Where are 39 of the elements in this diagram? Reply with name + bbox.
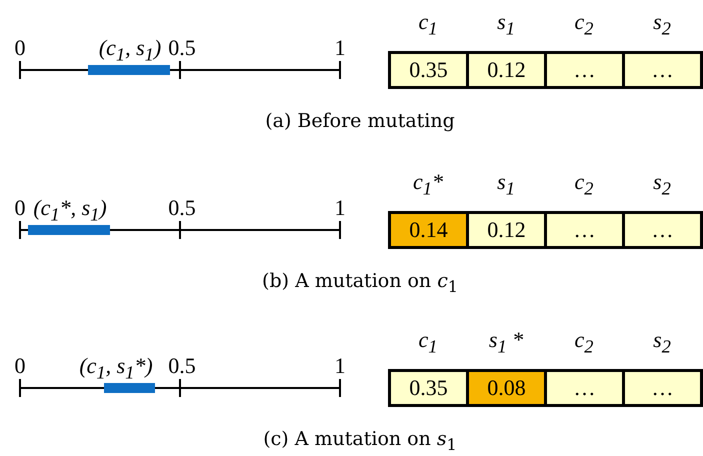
tick-label: 0 — [14, 196, 26, 220]
tick-label: 1 — [334, 36, 346, 60]
column-header: c$_{1}$ — [418, 328, 438, 358]
column-header: c$_{1}$* — [413, 170, 443, 200]
table-cell: 0.35 — [388, 369, 469, 407]
tick-label: 0.5 — [168, 36, 196, 60]
column-header: s$_{2}$ — [653, 328, 671, 358]
interval-label: (c$_{1}$, s$_{1}$*) — [79, 354, 153, 384]
table-cell: … — [544, 369, 625, 407]
tick-label: 0.5 — [168, 196, 196, 220]
tick-label: 1 — [334, 196, 346, 220]
table-cell: 0.12 — [466, 51, 547, 89]
tick-label: 0 — [14, 354, 26, 378]
table-cell: … — [622, 369, 703, 407]
tick-label: 1 — [334, 354, 346, 378]
tick-label: 0 — [14, 36, 26, 60]
column-header: s$_{1}$ — [497, 170, 515, 200]
table-cell: … — [622, 211, 703, 249]
column-header: s$_{2}$ — [653, 170, 671, 200]
table-cell: 0.08 — [466, 369, 547, 407]
tick-label: 0.5 — [168, 354, 196, 378]
table-cell: 0.14 — [388, 211, 469, 249]
interval-label: (c$_{1}$, s$_{1}$) — [98, 36, 162, 66]
caption: (c) A mutation on s$_{1}$ — [263, 428, 457, 454]
column-header: s$_{1}$ — [497, 10, 515, 40]
caption: (a) Before mutating — [265, 110, 455, 132]
caption: (b) A mutation on c$_{1}$ — [262, 270, 458, 296]
column-header: c$_{2}$ — [574, 10, 594, 40]
table-cell: … — [544, 211, 625, 249]
table-cell: … — [544, 51, 625, 89]
table-cell: 0.12 — [466, 211, 547, 249]
table-cell: 0.35 — [388, 51, 469, 89]
column-header: c$_{2}$ — [574, 328, 594, 358]
column-header: c$_{1}$ — [418, 10, 438, 40]
column-header: s$_{2}$ — [653, 10, 671, 40]
column-header: s$_{1}$ * — [488, 328, 524, 358]
table-cell: … — [622, 51, 703, 89]
column-header: c$_{2}$ — [574, 170, 594, 200]
interval-label: (c$_{1}$*, s$_{1}$) — [33, 196, 107, 226]
